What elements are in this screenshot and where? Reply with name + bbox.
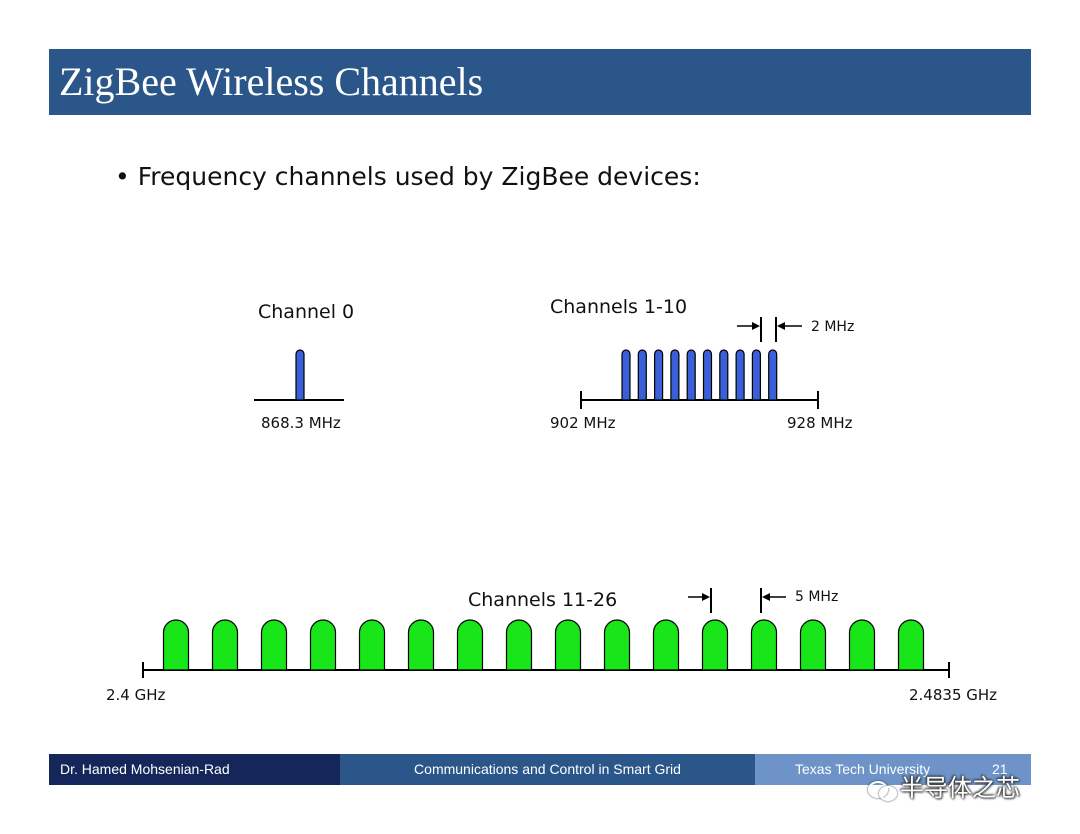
channels-11-26-pulses	[162, 619, 925, 671]
channels-1-10-pulse-2	[637, 349, 647, 401]
channels-1-10-pulse-7	[719, 349, 729, 401]
channels-11-26-pulse-6	[407, 619, 435, 671]
spacing-5mhz-right-arrowhead	[762, 593, 770, 601]
channels-1-10-pulse-8	[735, 349, 745, 401]
channel-0-pulse-1	[295, 349, 305, 401]
channels-1-10-pulse-10	[768, 349, 778, 401]
channels-11-26-pulse-5	[358, 619, 386, 671]
channels-11-26-group: Channels 11-26 5 MHz 2.4 GHz 2.4835 GHz	[106, 588, 997, 704]
channels-1-10-pulse-1	[621, 349, 631, 401]
footer-course: Communications and Control in Smart Grid	[340, 754, 755, 785]
spacing-5mhz-label: 5 MHz	[795, 589, 838, 605]
channels-1-10-label: Channels 1-10	[550, 296, 687, 318]
channels-11-26-pulse-10	[603, 619, 631, 671]
channels-11-26-pulse-12	[701, 619, 729, 671]
channels-1-10-pulse-3	[654, 349, 664, 401]
channel-0-freq: 868.3 MHz	[261, 414, 341, 432]
spacing-5mhz-left-arrowhead	[702, 593, 710, 601]
channels-1-10-pulse-6	[702, 349, 713, 401]
bullet-point: • Frequency channels used by ZigBee devi…	[115, 162, 701, 191]
channels-11-26-pulse-13	[750, 619, 778, 671]
channels-1-10-group: Channels 1-10 2 MHz 902 MHz 928 MHz	[550, 296, 854, 432]
channels-11-26-pulse-3	[260, 619, 288, 671]
channels-11-26-end-freq: 2.4835 GHz	[909, 686, 997, 704]
channels-1-10-pulses	[621, 349, 778, 401]
footer-author: Dr. Hamed Mohsenian-Rad	[49, 754, 340, 785]
channels-1-10-end-freq: 928 MHz	[787, 414, 853, 432]
channels-11-26-pulse-15	[848, 619, 876, 671]
channels-1-10-start-freq: 902 MHz	[550, 414, 616, 432]
channels-11-26-pulse-1	[162, 619, 190, 671]
slide-title: ZigBee Wireless Channels	[59, 59, 484, 104]
wechat-icon	[868, 778, 897, 801]
channel-0-label: Channel 0	[258, 301, 354, 323]
channels-11-26-pulse-16	[897, 619, 925, 671]
channel-0-pulses	[295, 349, 305, 401]
channels-11-26-pulse-4	[309, 619, 337, 671]
channels-11-26-pulse-9	[554, 619, 582, 671]
channel-0-group: Channel 0 868.3 MHz	[254, 301, 354, 432]
footer-right: Texas Tech University 21	[755, 754, 1031, 785]
footer-institution: Texas Tech University	[795, 761, 931, 777]
channels-11-26-start-freq: 2.4 GHz	[106, 686, 166, 704]
spacing-2mhz-right-arrowhead	[777, 322, 785, 330]
channels-1-10-pulse-5	[686, 349, 696, 401]
spacing-2mhz-label: 2 MHz	[811, 319, 854, 335]
watermark: 半导体之芯	[868, 768, 1020, 803]
channels-11-26-pulse-8	[505, 619, 533, 671]
channels-11-26-pulse-14	[799, 619, 827, 671]
channels-11-26-pulse-11	[652, 619, 680, 671]
channels-11-26-pulse-7	[456, 619, 484, 671]
title-bar: ZigBee Wireless Channels	[49, 49, 1031, 115]
channels-11-26-label: Channels 11-26	[468, 589, 617, 611]
channels-1-10-pulse-4	[670, 349, 680, 401]
page-number: 21	[992, 761, 1008, 777]
spacing-2mhz-left-arrowhead	[752, 322, 760, 330]
watermark-text: 半导体之芯	[900, 774, 1020, 802]
channels-1-10-pulse-9	[751, 349, 761, 401]
channels-11-26-pulse-2	[211, 619, 239, 671]
bullet-text: Frequency channels used by ZigBee device…	[137, 162, 701, 191]
